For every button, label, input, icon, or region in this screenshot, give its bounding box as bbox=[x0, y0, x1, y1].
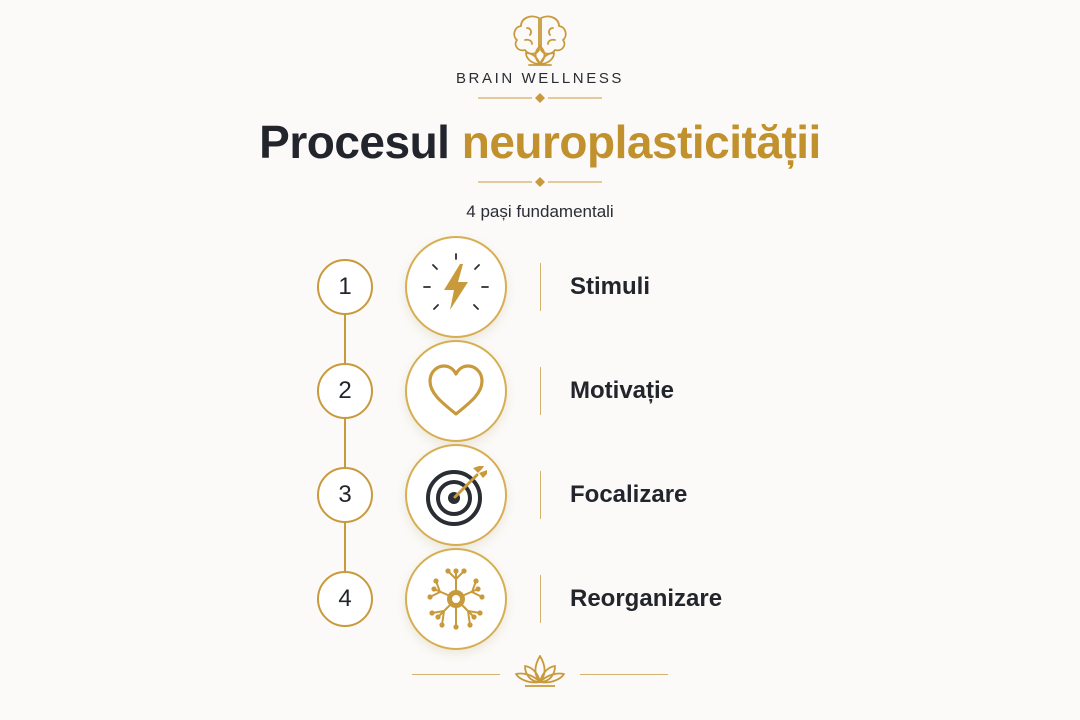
step-icon-circle bbox=[405, 236, 507, 338]
subtitle: 4 pași fundamentali bbox=[466, 202, 614, 221]
step-label: Reorganizare bbox=[570, 585, 723, 612]
lightning-bolt-icon bbox=[423, 253, 489, 310]
step-number: 2 bbox=[317, 363, 373, 419]
title-main: Procesul bbox=[259, 116, 450, 168]
step-separator bbox=[540, 471, 541, 519]
step-connector bbox=[344, 419, 346, 470]
step-connector bbox=[344, 523, 346, 574]
step-number: 3 bbox=[317, 467, 373, 523]
step-icon-circle bbox=[405, 548, 507, 650]
step-4: 4 Reorganizare bbox=[0, 548, 1080, 650]
brand-name: BRAIN WELLNESS bbox=[455, 70, 625, 87]
step-1: 1 Stimuli bbox=[0, 236, 1080, 338]
step-separator bbox=[540, 575, 541, 623]
brand-divider-ornament bbox=[0, 92, 1080, 104]
footer-line-right bbox=[580, 674, 668, 675]
step-2: 2 Motivație bbox=[0, 340, 1080, 442]
step-number: 4 bbox=[317, 571, 373, 627]
title-accent: neuroplasticității bbox=[461, 116, 822, 168]
step-connector bbox=[344, 315, 346, 366]
brain-lotus-icon bbox=[505, 12, 575, 70]
step-3: 3 Focalizare bbox=[0, 444, 1080, 546]
neuron-icon bbox=[427, 568, 485, 630]
heart-icon bbox=[428, 364, 484, 416]
footer-line-left bbox=[412, 674, 500, 675]
step-separator bbox=[540, 263, 541, 311]
target-arrow-icon bbox=[426, 466, 487, 526]
step-number: 1 bbox=[317, 259, 373, 315]
step-label: Focalizare bbox=[570, 481, 688, 508]
step-icon-circle bbox=[405, 340, 507, 442]
title-divider-ornament bbox=[0, 176, 1080, 188]
page-title: Procesul neuroplasticității bbox=[0, 115, 1080, 169]
step-separator bbox=[540, 367, 541, 415]
step-label: Motivație bbox=[570, 377, 675, 404]
step-label: Stimuli bbox=[570, 273, 651, 300]
lotus-icon bbox=[513, 648, 567, 690]
step-icon-circle bbox=[405, 444, 507, 546]
